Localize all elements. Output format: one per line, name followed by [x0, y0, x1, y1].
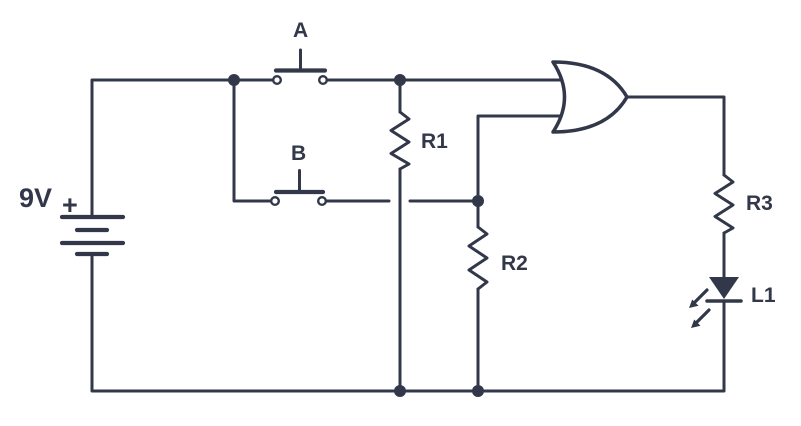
or-gate-body	[551, 60, 629, 134]
led-arrow-1-shaft	[693, 288, 709, 304]
battery-plus-sign: +	[62, 190, 78, 220]
switch-b-terminal-left	[270, 195, 281, 206]
junction-dot	[394, 74, 406, 86]
led-label: L1	[751, 284, 776, 307]
resistor-r1: R1	[389, 110, 448, 171]
resistor-r1-zigzag	[389, 110, 411, 171]
led-triangle	[709, 277, 739, 299]
junction-dots	[228, 74, 484, 397]
led-arrow-1-head	[689, 299, 699, 308]
junction-dot	[394, 385, 406, 397]
switch-a-label: A	[293, 19, 308, 42]
switch-a-terminal-left	[272, 74, 283, 85]
resistor-r3-zigzag	[713, 173, 735, 235]
wire-branch-to-switch-b	[232, 78, 277, 203]
resistor-r1-label: R1	[421, 130, 448, 153]
or-gate	[551, 60, 629, 134]
wire-ground-rail	[90, 252, 726, 393]
resistor-r2-zigzag	[467, 225, 489, 291]
resistor-r3-label: R3	[746, 192, 773, 215]
push-button-a: A	[272, 19, 329, 85]
switch-b-terminal-right	[317, 195, 328, 206]
battery-voltage-label: 9V	[19, 183, 52, 213]
resistor-r2: R2	[467, 225, 528, 291]
led-arrow-2-head	[691, 319, 701, 328]
wire-battery-to-switch-a	[90, 78, 279, 219]
battery-9v: 9V +	[19, 183, 126, 257]
led-arrow-2-shaft	[695, 308, 711, 324]
light-emission-arrows	[689, 288, 711, 328]
wire-gate-output-to-r3	[625, 95, 726, 177]
led-l1: L1	[689, 277, 776, 328]
push-button-b: B	[270, 142, 328, 206]
junction-dot	[472, 195, 484, 207]
wire-junction-to-gate-input2	[476, 114, 572, 203]
resistor-r2-label: R2	[501, 252, 528, 275]
switch-b-label: B	[291, 142, 306, 165]
wires	[90, 78, 726, 393]
junction-dot	[472, 385, 484, 397]
junction-dot	[228, 74, 240, 86]
switch-a-terminal-right	[318, 74, 329, 85]
resistor-r3: R3	[713, 173, 773, 235]
